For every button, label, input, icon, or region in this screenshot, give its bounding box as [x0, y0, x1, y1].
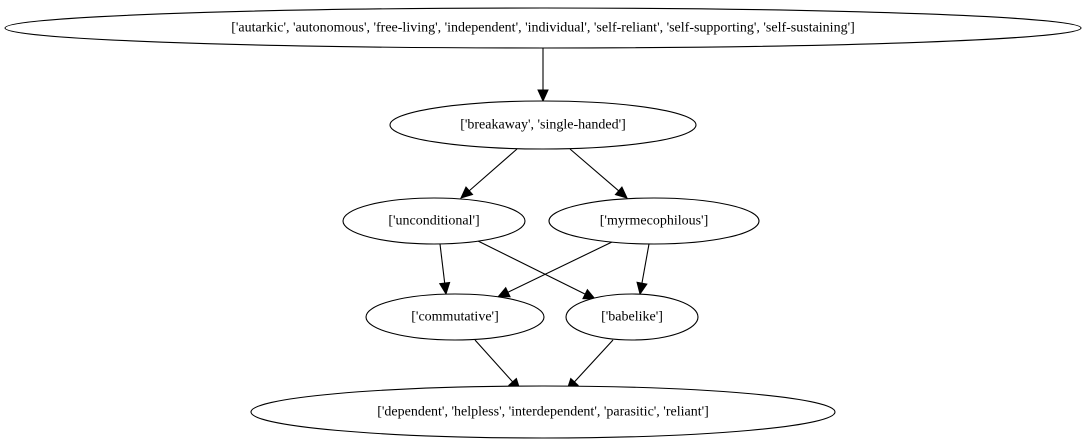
- node-ellipse: [342, 197, 526, 245]
- node-label: ['breakaway', 'single-handed']: [460, 118, 626, 133]
- node-ellipse: [389, 100, 697, 150]
- node-unconditional: ['unconditional']: [342, 197, 526, 245]
- edges-layer: [438, 48, 650, 391]
- edge-line: [569, 148, 620, 192]
- edge-line: [507, 241, 613, 293]
- node-ellipse: [565, 293, 699, 341]
- edge-line: [474, 339, 514, 383]
- arrowhead-icon: [496, 286, 511, 298]
- node-label: ['babelike']: [601, 310, 663, 325]
- edge-line: [574, 339, 614, 383]
- nodes-layer: ['autarkic', 'autonomous', 'free-living'…: [4, 7, 1082, 439]
- edge-n1-to-n2: [537, 48, 549, 103]
- node-label: ['autarkic', 'autonomous', 'free-living'…: [231, 21, 855, 36]
- node-ellipse: [365, 293, 545, 341]
- node-babelike: ['babelike']: [565, 293, 699, 341]
- node-label: ['commutative']: [411, 310, 498, 325]
- edge-n4-to-n6: [636, 243, 650, 296]
- edge-n5-to-n7: [474, 339, 521, 391]
- node-ellipse: [548, 197, 760, 245]
- edge-n3-to-n5: [438, 243, 451, 296]
- edge-line: [641, 243, 650, 284]
- arrowhead-icon: [537, 89, 549, 103]
- node-label: ['unconditional']: [388, 214, 479, 229]
- node-independent-synonyms: ['autarkic', 'autonomous', 'free-living'…: [4, 7, 1082, 49]
- arrowhead-icon: [582, 288, 597, 300]
- edge-line: [439, 243, 446, 284]
- arrowhead-icon: [460, 186, 474, 199]
- edge-line: [477, 240, 586, 295]
- node-label: ['myrmecophilous']: [600, 214, 708, 229]
- edge-n6-to-n7: [566, 339, 614, 391]
- node-ellipse: [250, 385, 836, 439]
- edge-line: [468, 148, 518, 192]
- node-commutative: ['commutative']: [365, 293, 545, 341]
- edge-n2-to-n3: [460, 148, 518, 199]
- arrowhead-icon: [438, 281, 451, 296]
- arrowhead-icon: [614, 186, 628, 199]
- edge-n3-to-n6: [477, 240, 597, 300]
- node-breakaway: ['breakaway', 'single-handed']: [389, 100, 697, 150]
- node-label: ['dependent', 'helpless', 'interdependen…: [377, 405, 709, 420]
- node-myrmecophilous: ['myrmecophilous']: [548, 197, 760, 245]
- node-dependent-synonyms: ['dependent', 'helpless', 'interdependen…: [250, 385, 836, 439]
- node-ellipse: [4, 7, 1082, 49]
- edge-n2-to-n4: [569, 148, 628, 199]
- edge-n4-to-n5: [496, 241, 613, 298]
- arrowhead-icon: [636, 281, 648, 296]
